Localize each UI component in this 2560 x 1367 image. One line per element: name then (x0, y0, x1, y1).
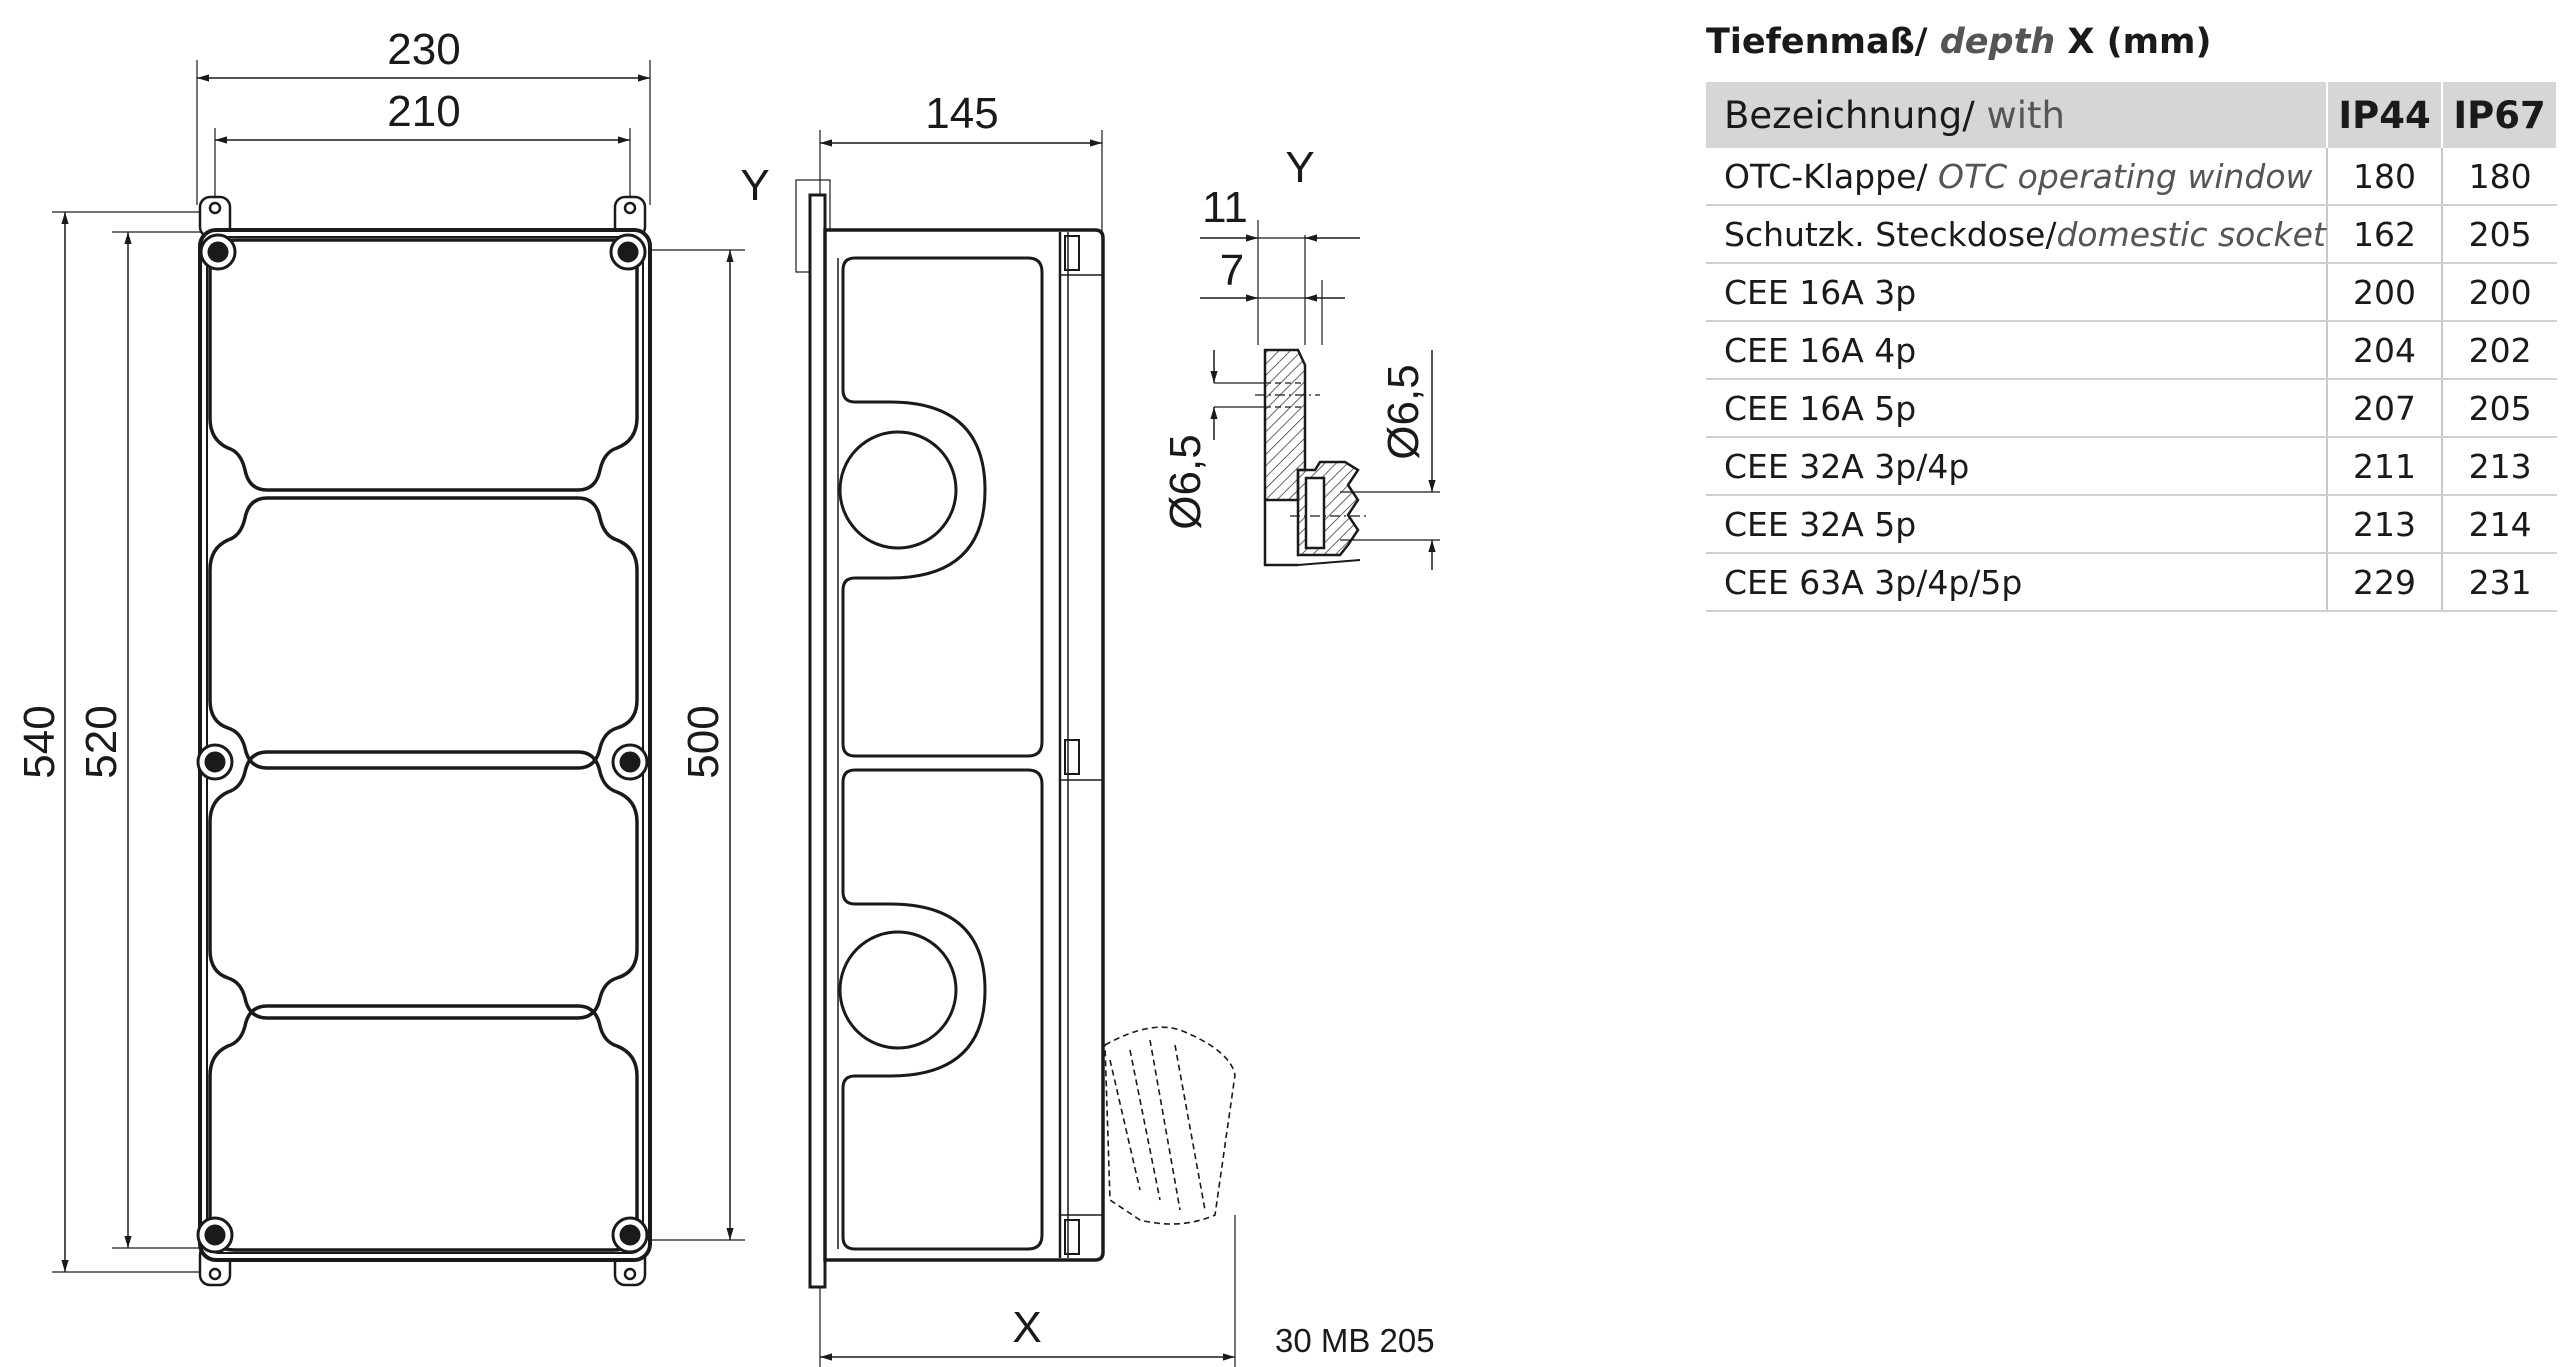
lid-1 (208, 238, 639, 492)
row-name: CEE 16A 3p (1724, 272, 1917, 312)
row-designation: CEE 16A 3p (1706, 263, 2327, 322)
dim-540-label: 540 (15, 705, 64, 778)
row-name: CEE 63A 3p/4p/5p (1724, 562, 2023, 602)
dim-11-label: 11 (1202, 183, 1248, 232)
dim-145-label: 145 (925, 89, 998, 138)
row-ip44-value: 162 (2325, 205, 2443, 264)
depth-title-main: Tiefenmaß/ (1706, 22, 1940, 62)
enclosure-body (198, 228, 652, 1262)
row-ip67-value: 205 (2441, 205, 2557, 264)
row-ip44-value: 229 (2325, 553, 2443, 612)
drawing-code: 30 MB 205 (1275, 1322, 1435, 1359)
depth-title-italic: depth (1939, 22, 2056, 62)
row-name-translation: domestic socket (2056, 214, 2326, 254)
detail-y-marker-label: Y (740, 161, 769, 210)
row-name: CEE 32A 5p (1724, 504, 1917, 544)
dia-right-label: Ø6,5 (1379, 364, 1428, 459)
dim-520-label: 520 (77, 705, 126, 778)
row-designation: CEE 16A 5p (1706, 379, 2327, 438)
row-ip44-value: 207 (2325, 379, 2443, 438)
header-designation-sub: with (1986, 93, 2065, 137)
depth-table-title: Tiefenmaß/ depth X (mm) (1706, 22, 2212, 62)
dia-left-label: Ø6,5 (1161, 434, 1210, 529)
front-view (52, 60, 745, 1287)
row-ip44-value: 213 (2325, 495, 2443, 554)
lid-3 (208, 750, 639, 1020)
row-name-translation: OTC operating window (1937, 156, 2313, 196)
row-designation: CEE 32A 5p (1706, 495, 2327, 554)
header-ip44: IP44 (2326, 82, 2444, 148)
header-ip67: IP67 (2442, 82, 2558, 148)
header-designation: Bezeichnung/ with (1706, 82, 2328, 148)
lid-2 (208, 496, 639, 770)
detail-y-title: Y (1285, 143, 1314, 192)
dim-7-label: 7 (1220, 246, 1244, 295)
row-ip44-value: 180 (2325, 148, 2443, 206)
header-designation-main: Bezeichnung/ (1724, 93, 1987, 137)
depth-table-header: Bezeichnung/ with IP44 IP67 (1706, 82, 2558, 148)
cable-entry-1 (838, 430, 958, 550)
dim-500-label: 500 (679, 705, 728, 778)
row-ip67-value: 200 (2441, 263, 2557, 322)
detail-y (1200, 220, 1440, 570)
row-ip67-value: 214 (2441, 495, 2557, 554)
row-designation: OTC-Klappe/ OTC operating window (1706, 148, 2327, 206)
row-ip67-value: 202 (2441, 321, 2557, 380)
row-name: CEE 16A 5p (1724, 388, 1917, 428)
side-view (795, 130, 1236, 1367)
row-name: CEE 16A 4p (1724, 330, 1917, 370)
row-ip44-value: 211 (2325, 437, 2443, 496)
row-ip67-value: 180 (2441, 148, 2557, 206)
row-designation: CEE 32A 3p/4p (1706, 437, 2327, 496)
row-ip67-value: 231 (2441, 553, 2557, 612)
socket-outline (1104, 1026, 1236, 1225)
row-ip67-value: 213 (2441, 437, 2557, 496)
row-name: OTC-Klappe/ (1724, 156, 1938, 196)
dim-x-label: X (1012, 1303, 1041, 1352)
lid-4 (208, 1004, 639, 1252)
row-ip67-value: 205 (2441, 379, 2557, 438)
row-name: CEE 32A 3p/4p (1724, 446, 1970, 486)
depth-title-tail: X (mm) (2055, 22, 2212, 62)
row-ip44-value: 204 (2325, 321, 2443, 380)
row-designation: CEE 63A 3p/4p/5p (1706, 553, 2327, 612)
row-name: Schutzk. Steckdose/ (1724, 214, 2057, 254)
depth-table: Bezeichnung/ with IP44 IP67 OTC-Klappe/ … (1706, 82, 2558, 612)
lid-screws (196, 233, 649, 1254)
row-designation: CEE 16A 4p (1706, 321, 2327, 380)
dim-210-label: 210 (387, 87, 460, 136)
cable-entry-2 (838, 930, 958, 1050)
dim-230-label: 230 (387, 25, 460, 74)
row-designation: Schutzk. Steckdose/domestic socket (1706, 205, 2327, 264)
row-ip44-value: 200 (2325, 263, 2443, 322)
